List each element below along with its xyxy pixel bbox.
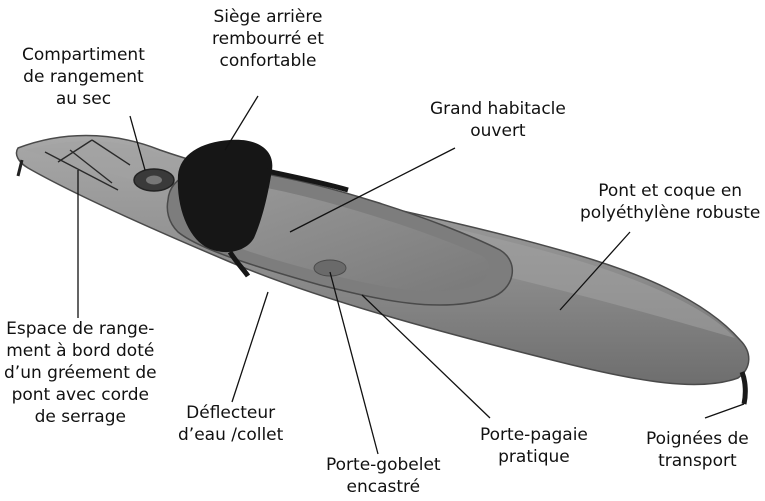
bow-handle — [18, 160, 22, 176]
hatch-center — [146, 176, 162, 185]
leader-line — [705, 404, 744, 418]
leader-line — [232, 292, 268, 402]
stern-handle — [742, 372, 745, 404]
